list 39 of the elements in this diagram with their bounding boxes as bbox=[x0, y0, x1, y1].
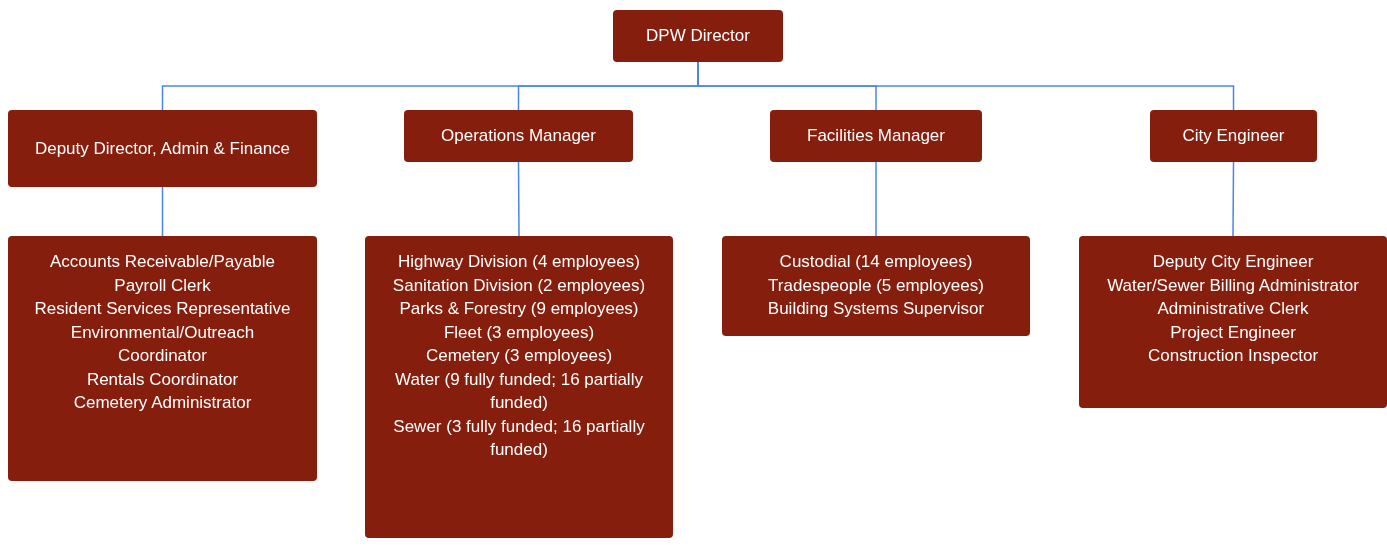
staff-role: Tradespeople (5 employees) bbox=[768, 274, 984, 297]
staff-role: Cemetery (3 employees) bbox=[425, 345, 613, 367]
connector-line bbox=[161, 186, 164, 237]
staff-role: Deputy City Engineer bbox=[1152, 251, 1314, 273]
staff-role: Construction Inspector bbox=[1147, 345, 1319, 367]
position-box bbox=[1150, 110, 1317, 162]
staff-role: Parks & Forestry (9 employees) bbox=[399, 298, 639, 320]
position-title: Operations Manager bbox=[441, 125, 596, 148]
staff-role: Sanitation Division (2 employees) bbox=[392, 274, 646, 297]
staff-role: Payroll Clerk bbox=[114, 274, 211, 297]
staff-role: Water (9 fully funded; 16 partially funded) bbox=[394, 368, 644, 414]
connector-line bbox=[1232, 161, 1235, 237]
staff-list-box bbox=[722, 236, 1030, 336]
staff-role: Custodial (14 employees) bbox=[779, 251, 973, 273]
staff-role: Building Systems Supervisor bbox=[767, 298, 985, 320]
staff-role: Accounts Receivable/Payable bbox=[50, 251, 275, 273]
position-title: Deputy Director, Admin & Finance bbox=[34, 137, 291, 160]
position-box bbox=[770, 110, 982, 162]
staff-role: Water/Sewer Billing Administrator bbox=[1107, 274, 1359, 297]
staff-role: Highway Division (4 employees) bbox=[398, 251, 640, 273]
staff-role: Administrative Clerk bbox=[1157, 298, 1309, 320]
staff-role: Resident Services Representative bbox=[34, 298, 291, 320]
staff-role: Project Engineer bbox=[1170, 321, 1296, 344]
position-box bbox=[404, 110, 633, 162]
staff-list-box bbox=[8, 236, 317, 481]
connector-line bbox=[517, 161, 520, 237]
position-title: City Engineer bbox=[1182, 125, 1285, 148]
staff-role: Fleet (3 employees) bbox=[443, 321, 595, 344]
staff-list-box bbox=[365, 236, 673, 538]
staff-role: Sewer (3 fully funded; 16 partially funded) bbox=[392, 415, 646, 461]
position-box bbox=[8, 110, 317, 187]
staff-role: Rentals Coordinator bbox=[86, 368, 239, 391]
position-title: Facilities Manager bbox=[807, 125, 945, 148]
staff-role: Cemetery Administrator bbox=[73, 392, 252, 414]
connector-line bbox=[875, 161, 877, 237]
position-box bbox=[613, 10, 783, 62]
position-title: DPW Director bbox=[646, 25, 750, 48]
staff-role: Environmental/Outreach Coordinator bbox=[69, 321, 256, 367]
staff-list-box bbox=[1079, 236, 1387, 408]
